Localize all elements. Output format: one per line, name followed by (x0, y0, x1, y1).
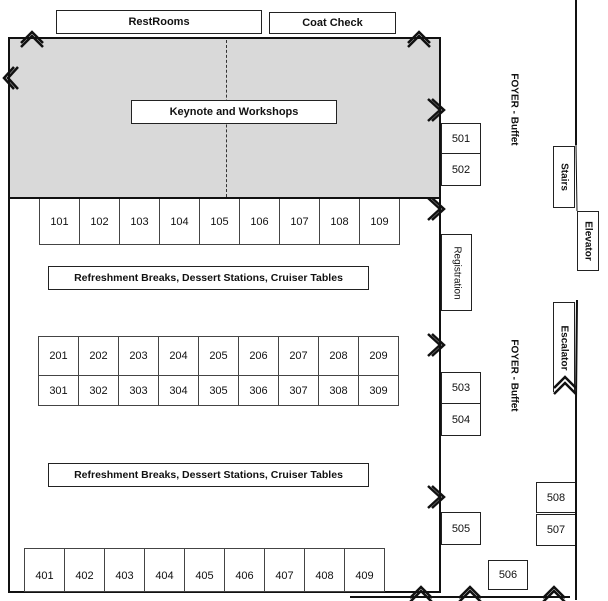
booth-208: 208 (318, 336, 359, 376)
coat-check-label: Coat Check (269, 12, 396, 34)
booth-109: 109 (359, 199, 400, 245)
escalator-chevron (553, 375, 577, 395)
booth-107: 107 (279, 199, 320, 245)
door-chevron-top-right (407, 30, 431, 48)
booth-201: 201 (38, 336, 79, 376)
restrooms-label: RestRooms (56, 10, 262, 34)
booth-506: 506 (488, 560, 528, 590)
booth-403: 403 (104, 548, 145, 592)
wall-right (439, 37, 441, 593)
booth-101: 101 (39, 199, 80, 245)
booth-507: 507 (536, 514, 576, 546)
booth-301: 301 (38, 375, 79, 406)
booth-102: 102 (79, 199, 120, 245)
booth-309: 309 (358, 375, 399, 406)
booth-401: 401 (24, 548, 65, 592)
escalator-box: Escalator (553, 302, 575, 392)
booth-308: 308 (318, 375, 359, 406)
booth-501: 501 (441, 123, 481, 154)
booth-306: 306 (238, 375, 279, 406)
keynote-label: Keynote and Workshops (131, 100, 337, 124)
booth-205: 205 (198, 336, 239, 376)
booth-104: 104 (159, 199, 200, 245)
elevator-box: Elevator (577, 211, 599, 271)
door-chevron-right-4 (427, 485, 446, 509)
door-chevron-left-wall (2, 66, 19, 90)
wall-top (8, 37, 441, 39)
booth-504: 504 (441, 403, 481, 436)
wall-left (8, 37, 10, 593)
door-chevron-top-left (20, 30, 44, 48)
hall-bottom-wall (8, 197, 441, 199)
door-chevron-bottom-2 (458, 585, 482, 601)
booth-406: 406 (224, 548, 265, 592)
refreshment-label-1: Refreshment Breaks, Dessert Stations, Cr… (48, 266, 369, 290)
refreshment-label-2: Refreshment Breaks, Dessert Stations, Cr… (48, 463, 369, 487)
booth-503: 503 (441, 372, 481, 404)
booth-508: 508 (536, 482, 576, 513)
door-chevron-right-3 (427, 333, 446, 357)
door-chevron-right-2 (427, 197, 446, 221)
booth-105: 105 (199, 199, 240, 245)
registration-box: Registration (441, 234, 472, 311)
booth-404: 404 (144, 548, 185, 592)
booth-409: 409 (344, 548, 385, 592)
stairs-box: Stairs (553, 146, 575, 208)
door-chevron-right-1 (427, 98, 446, 122)
booth-307: 307 (278, 375, 319, 406)
booth-209: 209 (358, 336, 399, 376)
booth-305: 305 (198, 375, 239, 406)
booth-408: 408 (304, 548, 345, 592)
booth-502: 502 (441, 153, 481, 186)
door-chevron-bottom-1 (409, 585, 433, 601)
door-chevron-bottom-3 (542, 585, 566, 601)
booth-505: 505 (441, 512, 481, 545)
wall-bottom (8, 591, 441, 593)
